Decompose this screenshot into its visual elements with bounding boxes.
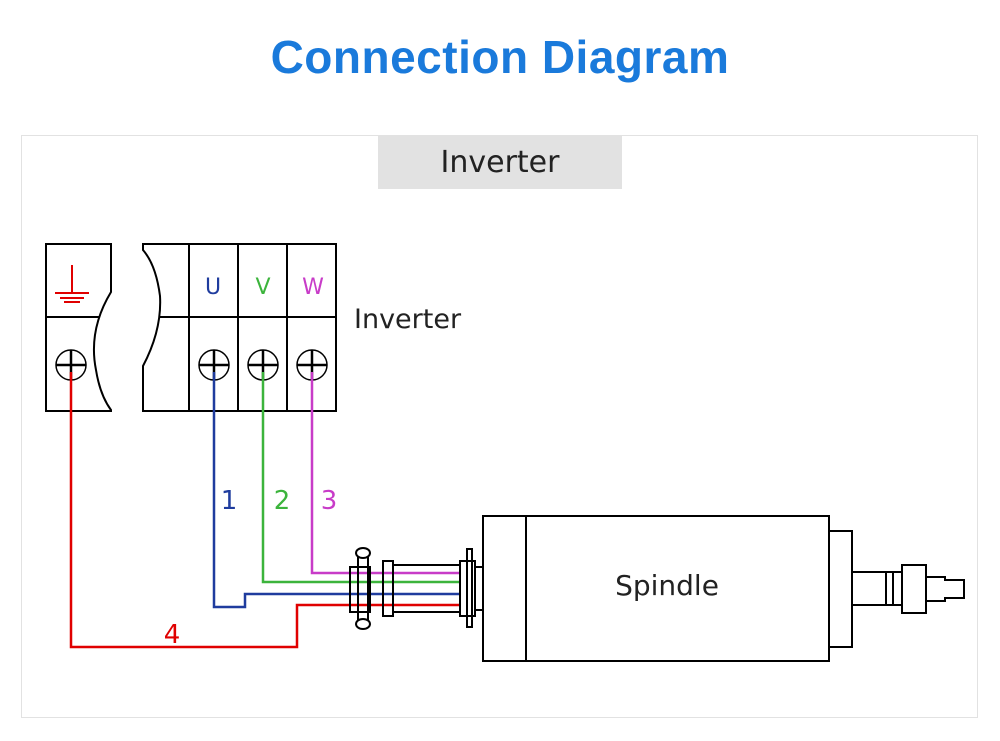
diagram-frame [21,135,978,718]
ground-terminal-block [45,243,112,412]
cable-connector [349,547,484,630]
terminal-label-w: W [302,275,324,300]
page-title: Connection Diagram [270,31,730,83]
u-screw-icon [198,349,230,381]
wire-number-3: 3 [321,486,338,516]
wire-number-4: 4 [164,620,181,650]
terminal-label-v: V [255,275,270,300]
inverter-header-badge: Inverter [378,136,622,189]
ground-icon [55,265,89,303]
wire-u [212,372,460,609]
wire-number-2: 2 [274,486,291,516]
terminal-label-u: U [205,275,221,300]
wire-number-1: 1 [221,486,238,516]
spindle-label: Spindle [615,569,719,602]
spindle-body [482,515,965,662]
wire-w [310,372,460,575]
uvw-terminal-block [142,243,337,412]
wire-v [261,372,460,584]
wire-ground [69,372,460,649]
inverter-label: Inverter [354,304,462,335]
